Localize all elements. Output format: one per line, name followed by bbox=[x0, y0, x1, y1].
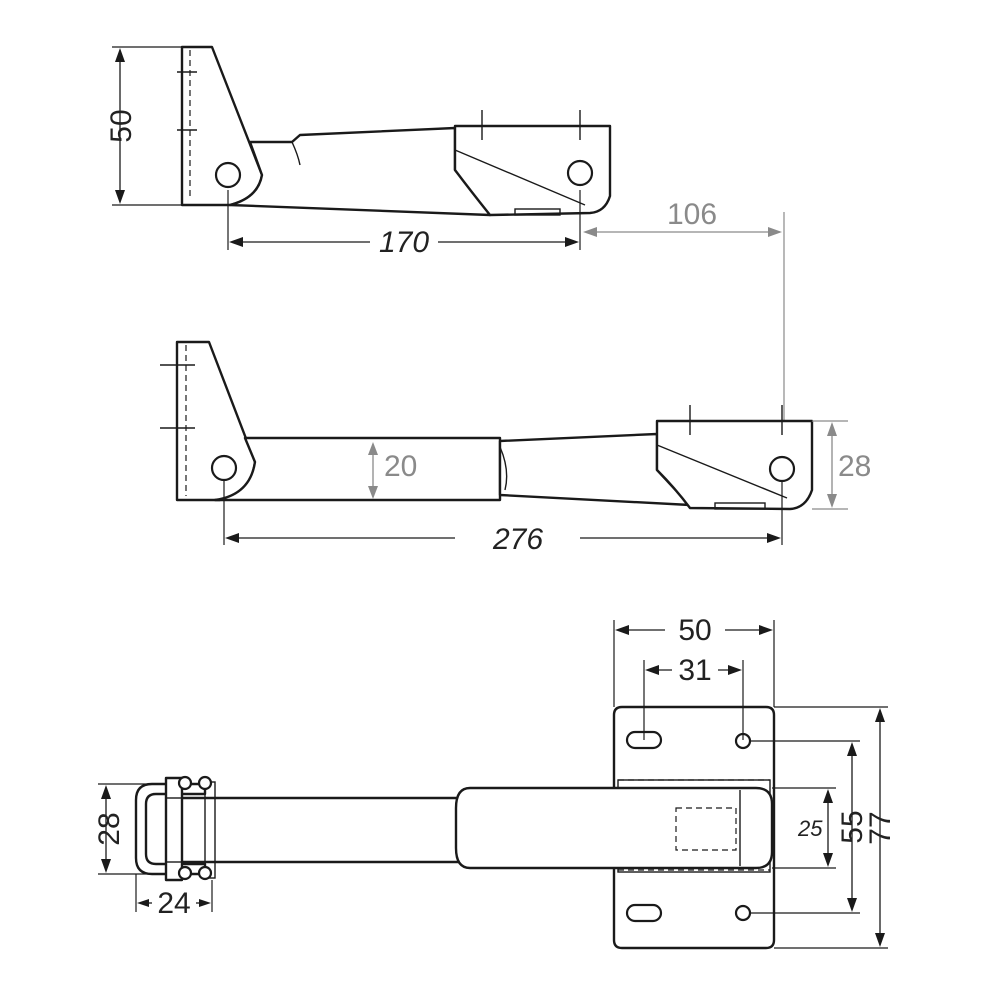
top-head bbox=[453, 124, 612, 217]
dim-mid-length: 276 bbox=[492, 523, 543, 556]
slot-hole-bottom bbox=[625, 903, 663, 923]
top-pivot-hole bbox=[214, 161, 242, 189]
side-view-extended: 20 28 276 bbox=[160, 340, 871, 556]
mid-outer-tube bbox=[213, 436, 502, 502]
plan-hinge-pin bbox=[164, 776, 184, 882]
plan-handle-body bbox=[454, 786, 774, 870]
top-head-hole bbox=[566, 159, 594, 187]
plan-hole-bottom bbox=[734, 904, 752, 922]
dim-bracket-width: 24 bbox=[157, 887, 190, 920]
mid-pivot-hole bbox=[210, 454, 238, 482]
top-arm bbox=[228, 126, 492, 217]
plan-view: 50 31 25 55 77 28 bbox=[93, 614, 897, 950]
dim-plate-height-plan: 77 bbox=[864, 811, 897, 844]
mid-head bbox=[655, 419, 814, 511]
dim-hole-spacing: 31 bbox=[678, 654, 711, 687]
dim-bracket-height: 28 bbox=[93, 812, 126, 845]
hinge-rivet-bottom bbox=[177, 865, 193, 881]
dim-bar-width: 25 bbox=[797, 816, 823, 841]
dim-plate-width: 50 bbox=[678, 614, 711, 647]
dim-bar-height: 20 bbox=[384, 450, 417, 483]
dim-top-height: 50 bbox=[105, 109, 138, 142]
dim-top-length: 170 bbox=[379, 226, 429, 259]
hinge-rivet-top bbox=[177, 775, 193, 791]
side-view-closed: 50 170 106 bbox=[105, 45, 785, 430]
dim-hole-span: 55 bbox=[836, 810, 869, 843]
plan-outer-tube bbox=[173, 796, 472, 864]
dim-plate-height: 28 bbox=[838, 450, 871, 483]
dim-travel: 106 bbox=[667, 198, 717, 231]
mid-head-hole bbox=[768, 455, 796, 483]
